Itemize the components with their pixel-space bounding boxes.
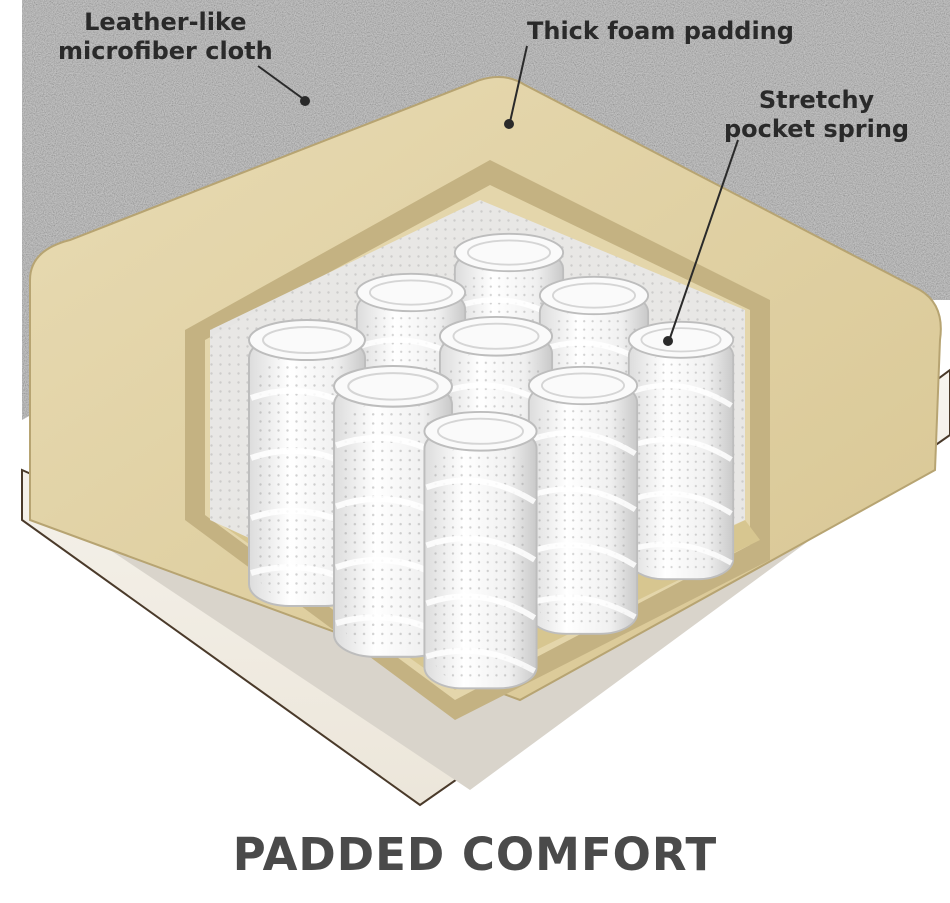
callout-pocket-spring: Stretchy pocket spring	[724, 86, 909, 144]
callout-spring-line2: pocket spring	[724, 115, 909, 144]
pocket-spring	[424, 412, 536, 688]
pocket-spring	[529, 367, 637, 634]
headline-text: PADDED COMFORT	[0, 828, 950, 881]
callout-microfiber-line2: microfiber cloth	[58, 37, 273, 66]
pocket-spring	[629, 322, 733, 579]
callout-foam-padding: Thick foam padding	[527, 17, 794, 46]
callout-microfiber-cloth: Leather-like microfiber cloth	[58, 8, 273, 66]
callout-microfiber-line1: Leather-like	[58, 8, 273, 37]
callout-spring-line1: Stretchy	[724, 86, 909, 115]
callout-foam-text: Thick foam padding	[527, 17, 794, 46]
